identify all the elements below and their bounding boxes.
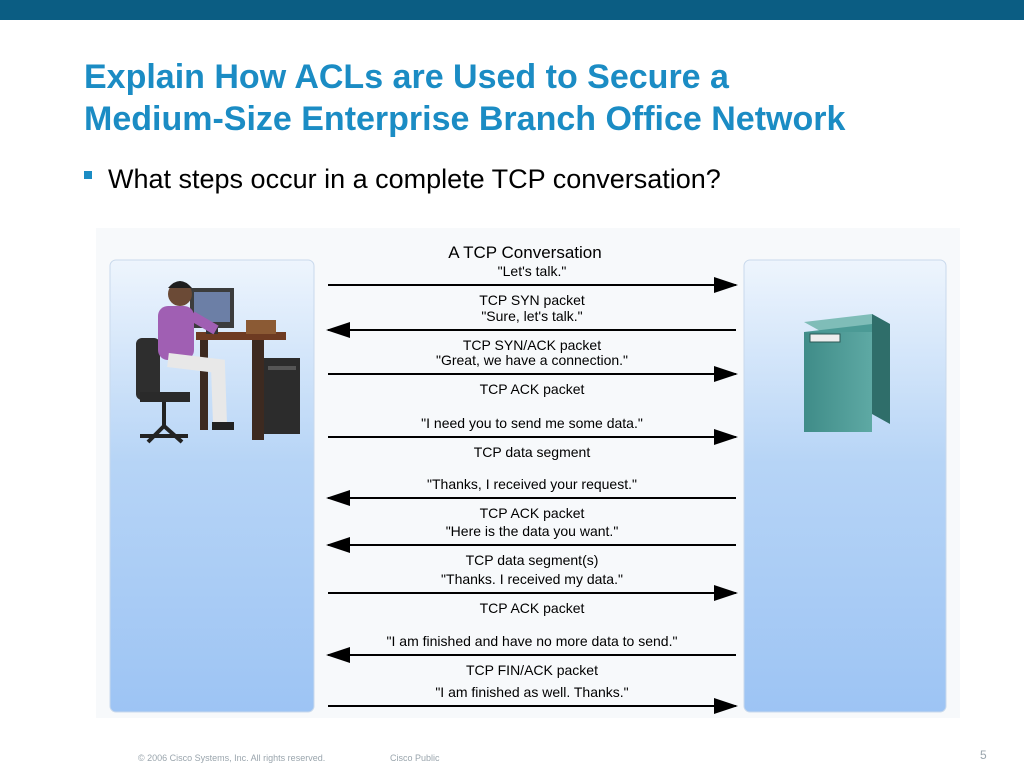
- message-quote: "Sure, let's talk.": [481, 308, 582, 324]
- slide-title-line-1: Explain How ACLs are Used to Secure a: [84, 58, 729, 96]
- bullet-text: What steps occur in a complete TCP conve…: [108, 164, 721, 194]
- slide-title-line-2: Medium-Size Enterprise Branch Office Net…: [84, 100, 846, 138]
- message-exchange: "Here is the data you want." TCP data seg…: [326, 523, 736, 568]
- server-panel: [743, 259, 947, 713]
- footer-copyright: © 2006 Cisco Systems, Inc. All rights re…: [138, 753, 326, 763]
- top-bar: [0, 0, 1024, 20]
- packet-label: TCP ACK packet: [480, 381, 585, 397]
- tcp-conversation-diagram: A TCP Conversation "Let's talk." TCP SYN …: [96, 228, 960, 718]
- exchange-layer: "Let's talk." TCP SYN packet"Sure, let's …: [326, 263, 738, 714]
- diagram-canvas: A TCP Conversation "Let's talk." TCP SYN …: [109, 243, 947, 714]
- bullet-square-icon: [84, 170, 92, 179]
- message-exchange: "I am finished as well. Thanks.": [328, 684, 738, 714]
- packet-label: TCP SYN packet: [479, 292, 585, 308]
- footer-classification: Cisco Public: [390, 753, 440, 763]
- message-exchange: "I am finished and have no more data to …: [326, 633, 736, 678]
- message-quote: "Thanks. I received my data.": [441, 571, 623, 587]
- message-quote: "I am finished and have no more data to …: [387, 633, 678, 649]
- message-exchange: "Let's talk." TCP SYN packet: [328, 263, 738, 308]
- packet-label: TCP FIN/ACK packet: [466, 662, 598, 678]
- message-exchange: "Thanks. I received my data." TCP ACK pac…: [328, 571, 738, 616]
- server-icon: [804, 314, 890, 432]
- message-quote: "I am finished as well. Thanks.": [435, 684, 628, 700]
- diagram-title: A TCP Conversation: [448, 243, 601, 262]
- packet-label: TCP data segment(s): [466, 552, 599, 568]
- packet-label: TCP SYN/ACK packet: [463, 337, 601, 353]
- message-quote: "Thanks, I received your request.": [427, 476, 637, 492]
- message-exchange: "Sure, let's talk." TCP SYN/ACK packet: [326, 308, 736, 353]
- message-exchange: "Great, we have a connection." TCP ACK pa…: [328, 352, 738, 397]
- page-number: 5: [980, 748, 987, 762]
- person-at-computer-icon: [136, 281, 300, 444]
- message-quote: "Let's talk.": [498, 263, 567, 279]
- slide-title: Explain How ACLs are Used to Secure a Me…: [84, 56, 1004, 140]
- message-quote: "Great, we have a connection.": [436, 352, 628, 368]
- bullet-point: What steps occur in a complete TCP conve…: [84, 164, 984, 195]
- message-quote: "I need you to send me some data.": [421, 415, 643, 431]
- message-quote: "Here is the data you want.": [446, 523, 619, 539]
- packet-label: TCP ACK packet: [480, 600, 585, 616]
- packet-label: TCP ACK packet: [480, 505, 585, 521]
- message-exchange: "Thanks, I received your request." TCP AC…: [326, 476, 736, 521]
- message-exchange: "I need you to send me some data." TCP da…: [328, 415, 738, 460]
- packet-label: TCP data segment: [474, 444, 591, 460]
